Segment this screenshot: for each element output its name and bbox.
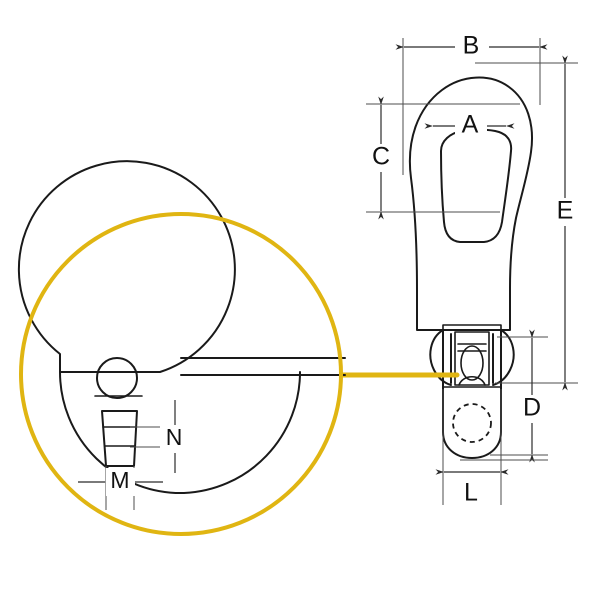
dim-label-M-backdrop [106,468,135,496]
shackle-bore-hidden-circle [452,403,492,443]
dimension-N-group: N [130,400,188,473]
dimension-L-group: E [475,55,579,391]
dim-label-A: A [462,111,479,139]
sheave-hub-lines [457,343,487,352]
dim-label-E-backdrop [457,480,487,508]
detail-view-group [17,160,346,536]
shackle-eye-outline [442,329,502,459]
dim-label-M: M [110,467,129,493]
detail-rope-arm [180,357,346,376]
dim-label-E: L [464,479,478,507]
dim-label-D: D [523,394,541,422]
sheave-lower-arc [458,375,486,386]
dim-label-L: E [557,197,574,225]
dim-label-N-backdrop [160,425,188,453]
dim-label-B-backdrop [455,34,489,60]
detail-sheave-disc-outline [17,160,236,373]
dim-label-C: C [372,143,390,171]
dimension-B-group: B [395,32,548,175]
thimble-outer-outline [408,76,533,331]
thimble-shoulder-left [429,329,452,386]
dim-label-N: N [166,424,183,450]
thimble-shoulder-right [492,329,515,386]
detail-axle-bore [96,357,138,399]
sheave-groove-ellipse [460,345,484,381]
detail-view-boundary-circle [19,212,343,536]
sheave-body [454,331,490,386]
dim-label-B: B [463,32,480,60]
dim-label-L-backdrop [551,198,579,226]
dimension-C-group: C [366,96,520,220]
detail-sheave-lower-arc [59,371,302,495]
dim-label-D-backdrop [517,395,547,423]
dim-label-C-backdrop [367,144,396,172]
dimension-D-group: D [490,329,548,463]
dim-label-A-backdrop [455,113,487,139]
dimension-M-group: M [78,466,163,510]
dimension-A-group: A [424,111,515,139]
dimension-E-group: L [435,389,548,508]
thimble-inner-eye-outline [440,128,513,243]
